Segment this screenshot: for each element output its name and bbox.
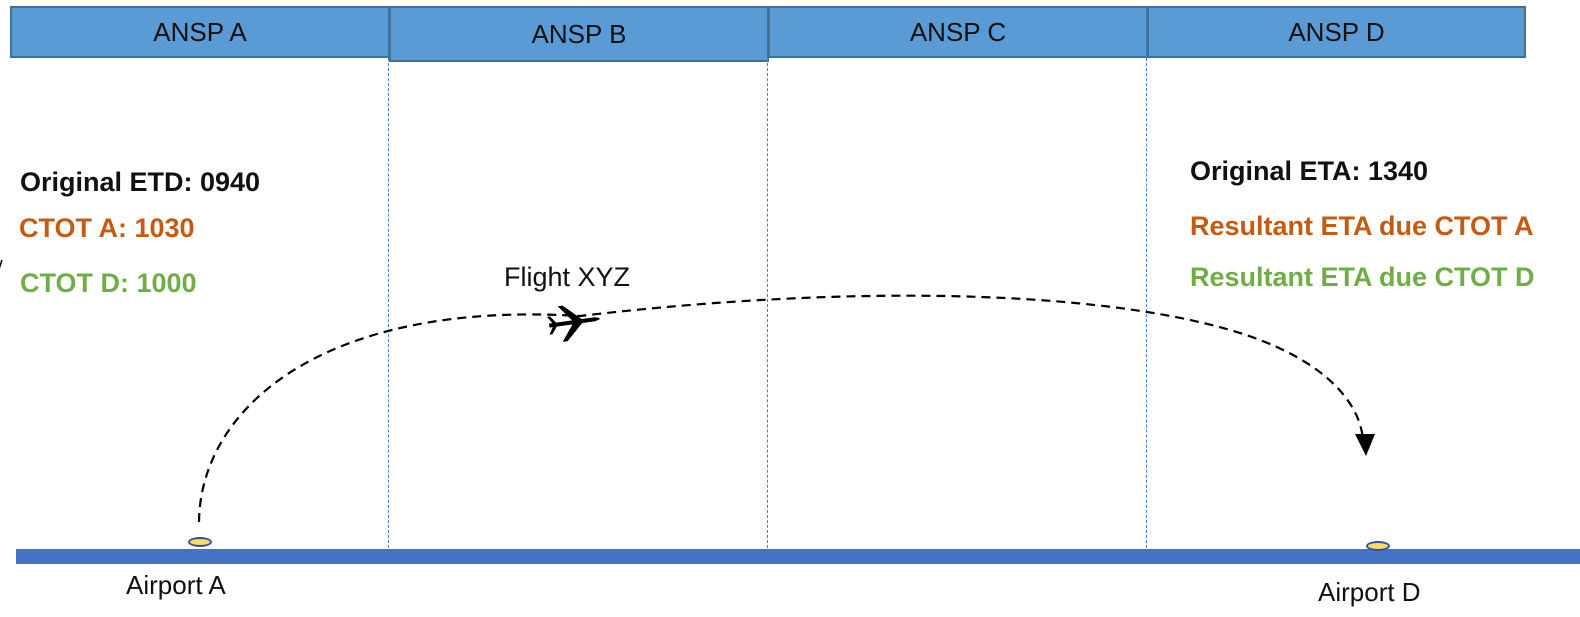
airport-a-marker (188, 537, 212, 547)
sector-divider-cd (1146, 58, 1147, 548)
ansp-header-b: ANSP B (389, 6, 769, 62)
airplane-icon (547, 305, 600, 342)
airport-a-label: Airport A (126, 570, 226, 600)
arrowhead-icon (1355, 434, 1375, 456)
ansp-header-d: ANSP D (1147, 6, 1526, 58)
airport-d-marker (1366, 541, 1390, 551)
original-eta-label: Original ETA: 1340 (1190, 156, 1429, 186)
ansp-header-c: ANSP C (768, 6, 1148, 58)
sector-divider-ab (388, 58, 389, 548)
ctot-d-label: CTOT D: 1000 (20, 268, 197, 298)
resultant-eta-ctot-d-label: Resultant ETA due CTOT D (1190, 262, 1535, 292)
ground-line (16, 549, 1580, 564)
ctot-a-label: CTOT A: 1030 (19, 213, 195, 243)
flight-path (197, 294, 1365, 523)
airport-d-label: Airport D (1318, 577, 1421, 607)
original-etd-label: Original ETD: 0940 (20, 167, 261, 197)
resultant-eta-ctot-a-label: Resultant ETA due CTOT A (1190, 211, 1534, 241)
ansp-header-a: ANSP A (10, 6, 390, 58)
stray-mark (0, 259, 3, 269)
sector-divider-bc (767, 58, 768, 548)
flight-label: Flight XYZ (504, 262, 631, 292)
